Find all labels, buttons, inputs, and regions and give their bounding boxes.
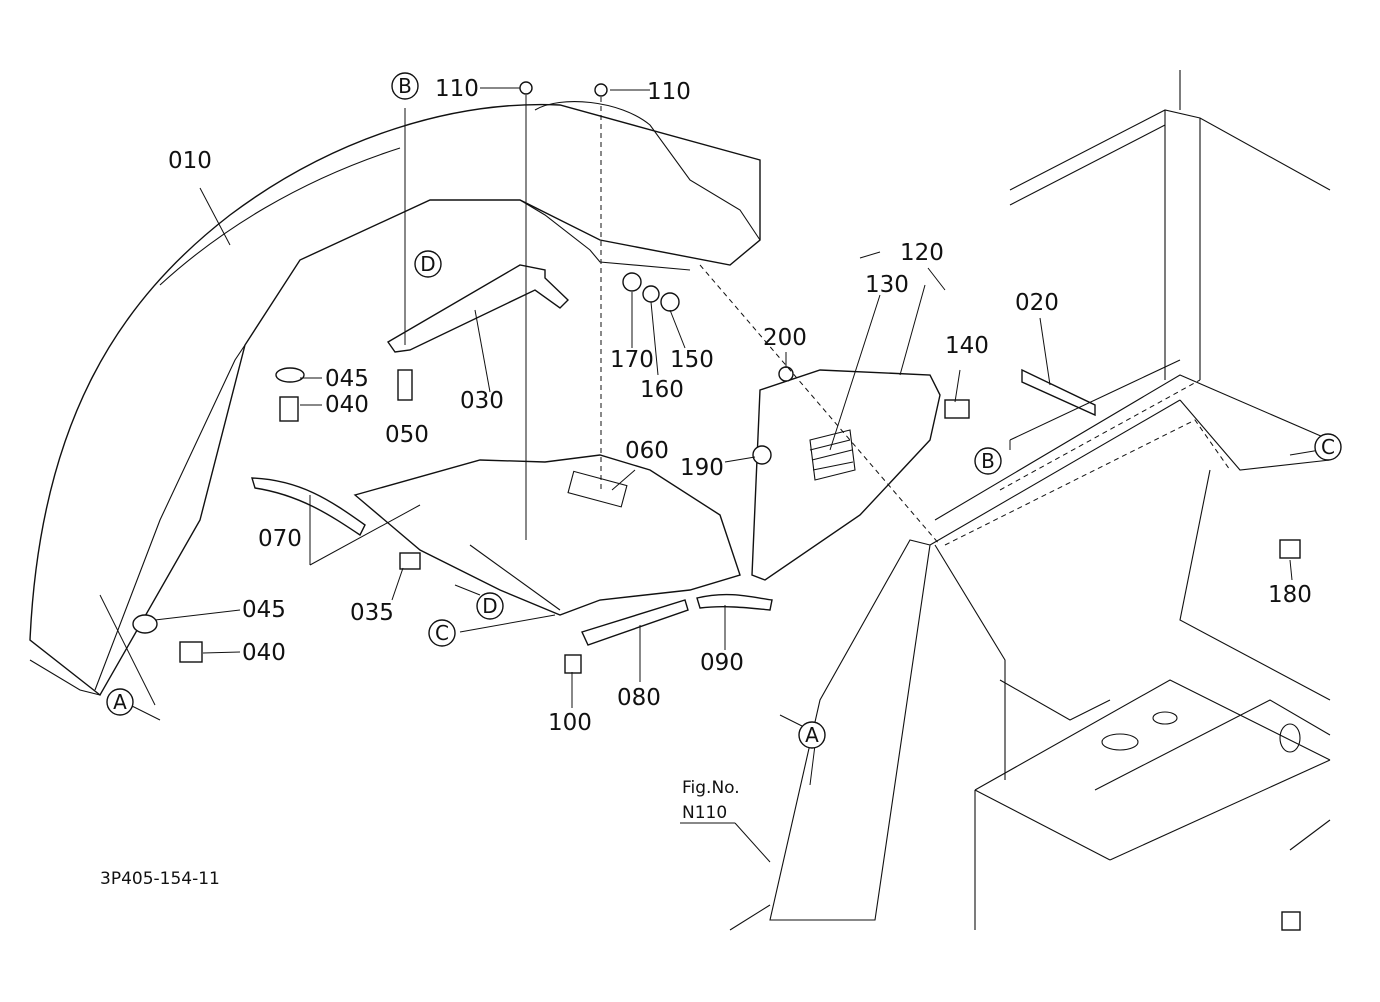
ref-marker-a-left: A — [106, 688, 134, 716]
svg-text:B: B — [981, 449, 995, 473]
callout-090: 090 — [700, 650, 744, 676]
callout-040-top: 040 — [325, 392, 369, 418]
ref-marker-b-top: B — [391, 72, 419, 100]
svg-text:C: C — [435, 621, 449, 645]
hardware — [132, 81, 1301, 674]
callout-010: 010 — [168, 148, 212, 174]
strip-090 — [696, 593, 773, 611]
svg-text:D: D — [482, 594, 497, 618]
drawing-number: 3P405-154-11 — [100, 869, 220, 889]
callout-070: 070 — [258, 526, 302, 552]
callout-150: 150 — [670, 347, 714, 373]
callout-060: 060 — [625, 438, 669, 464]
callout-110-left: 110 — [435, 76, 479, 102]
callout-030: 030 — [460, 388, 504, 414]
svg-text:B: B — [398, 74, 412, 98]
callout-045-bottom: 045 — [242, 597, 286, 623]
ref-marker-c-right: C — [1314, 433, 1342, 461]
svg-text:A: A — [113, 690, 127, 714]
strip-070 — [251, 477, 366, 537]
callout-160: 160 — [640, 377, 684, 403]
ref-marker-d-mid: D — [476, 592, 504, 620]
callout-035: 035 — [350, 600, 394, 626]
callout-045-top: 045 — [325, 366, 369, 392]
callout-050: 050 — [385, 422, 429, 448]
plate-060 — [353, 454, 741, 616]
ref-marker-a-right: A — [798, 721, 826, 749]
ref-marker-c-mid: C — [428, 619, 456, 647]
svg-text:D: D — [420, 252, 435, 276]
callout-200: 200 — [763, 325, 807, 351]
callout-040-bottom: 040 — [242, 640, 286, 666]
callout-100: 100 — [548, 710, 592, 736]
callout-140: 140 — [945, 333, 989, 359]
callout-110-right: 110 — [647, 79, 691, 105]
cover-130 — [751, 369, 941, 581]
callout-190: 190 — [680, 455, 724, 481]
bar-020 — [1021, 368, 1096, 417]
callout-130: 130 — [865, 272, 909, 298]
fig-ref-line2: N110 — [682, 803, 727, 823]
fig-ref-line1: Fig.No. — [682, 778, 740, 798]
ref-markers: B D A D C B C A — [106, 72, 1342, 749]
callouts: 010 110 110 045 040 050 030 060 070 035 … — [100, 76, 1312, 889]
stay-030 — [386, 264, 570, 353]
ref-marker-d-top: D — [414, 250, 442, 278]
callout-120: 120 — [900, 240, 944, 266]
frame — [729, 70, 1331, 931]
leader-lines — [99, 87, 1321, 863]
ref-marker-b-right: B — [974, 447, 1002, 475]
callout-080: 080 — [617, 685, 661, 711]
callout-020: 020 — [1015, 290, 1059, 316]
fender-010 — [29, 101, 761, 697]
svg-text:A: A — [805, 723, 819, 747]
callout-170: 170 — [610, 347, 654, 373]
svg-text:C: C — [1321, 435, 1335, 459]
callout-180: 180 — [1268, 582, 1312, 608]
strip-080 — [581, 599, 689, 646]
